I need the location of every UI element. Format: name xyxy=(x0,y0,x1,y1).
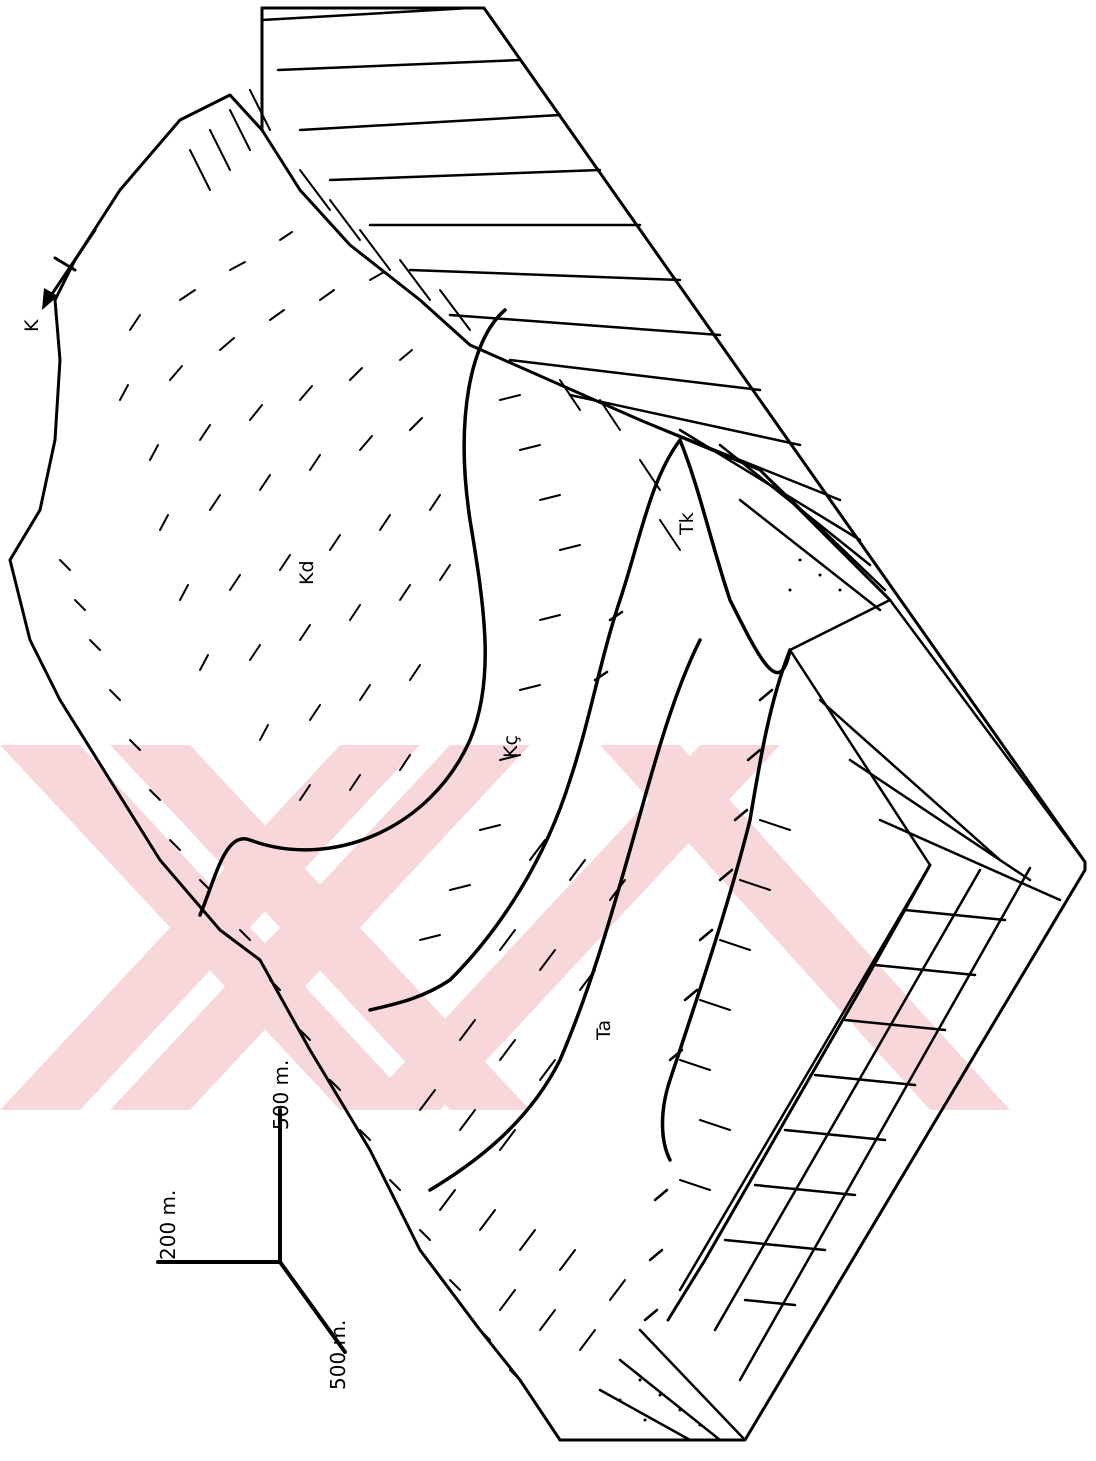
north-arrow: K xyxy=(21,230,95,332)
terrain-hachures xyxy=(60,90,790,1380)
label-kc: Kç xyxy=(500,735,522,758)
sandstone-dots xyxy=(619,559,842,1427)
scale-label-vertical: 200 m. xyxy=(156,1190,180,1260)
label-tk: Tk xyxy=(676,512,698,536)
scale-label-top: 500 m. xyxy=(269,1060,293,1130)
label-kd: Kd xyxy=(296,560,318,585)
scale-label-diagonal: 500 m. xyxy=(326,1320,350,1390)
thrust-teeth xyxy=(595,612,772,1320)
watermark xyxy=(0,745,1010,1110)
label-ta: Ta xyxy=(593,1020,615,1041)
north-label: K xyxy=(21,319,43,332)
east-face-strata xyxy=(262,8,885,610)
